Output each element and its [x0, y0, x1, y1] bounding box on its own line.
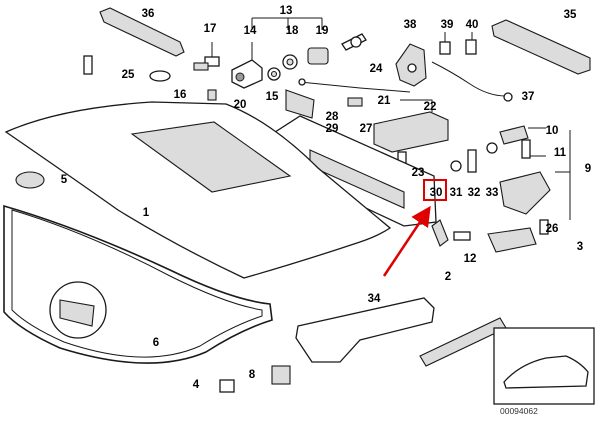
callout-17: 17: [204, 23, 217, 35]
callout-15: 15: [266, 91, 279, 103]
callout-22: 22: [424, 101, 437, 113]
callout-38: 38: [404, 19, 417, 31]
callout-37: 37: [522, 91, 535, 103]
flap-part: [285, 89, 315, 119]
callout-11: 11: [554, 147, 567, 159]
cable-part: [431, 61, 513, 102]
callout-19: 19: [316, 25, 329, 37]
callout-12: 12: [464, 253, 477, 265]
callout-35: 35: [564, 9, 577, 21]
cylinder-key-part: [307, 33, 367, 65]
callout-39: 39: [441, 19, 454, 31]
callout-5: 5: [61, 174, 68, 186]
callout-31: 31: [450, 187, 463, 199]
rubber-block-part: [271, 365, 291, 385]
callout-3: 3: [577, 241, 583, 253]
ring-part: [282, 54, 298, 70]
callout-21: 21: [378, 95, 391, 107]
lock-cylinder-part: [231, 42, 263, 89]
callout-26: 26: [546, 223, 559, 235]
callout-14: 14: [244, 25, 257, 37]
rod-part: [298, 78, 411, 93]
bolt-part: [193, 42, 220, 71]
highlight-arrow: [382, 205, 431, 277]
callout-4: 4: [193, 379, 200, 391]
fastener-set-part: [450, 142, 498, 173]
callout-32: 32: [468, 187, 481, 199]
clip-part-39: [439, 32, 451, 55]
callout-40: 40: [466, 19, 479, 31]
callout-29: 29: [326, 123, 339, 135]
cap-part: [149, 70, 171, 82]
callout-6: 6: [153, 337, 159, 349]
clip-part-40: [465, 32, 477, 55]
washer-part: [267, 67, 281, 81]
reference-number: 00094062: [500, 406, 538, 416]
callout-9: 9: [585, 163, 591, 175]
callout-1: 1: [143, 207, 150, 219]
small-screw-part: [207, 89, 217, 101]
callout-16: 16: [174, 89, 187, 101]
callout-13: 13: [280, 5, 293, 17]
handle-plate-part: [395, 43, 427, 87]
trunk-lid-part: [4, 101, 392, 279]
gas-strut-part: [419, 317, 507, 367]
hinge-bracket-part: [499, 125, 571, 220]
car-reference-inset: [493, 327, 595, 405]
callout-30: 30: [430, 187, 443, 199]
callout-18: 18: [286, 25, 299, 37]
seal-part: [3, 204, 273, 364]
lock-actuator-part: [373, 99, 449, 153]
bolt-set-26: [453, 219, 549, 241]
callout-25: 25: [122, 69, 135, 81]
callout-2: 2: [445, 271, 451, 283]
callout-8: 8: [249, 369, 256, 381]
bumper-pad-part: [15, 171, 45, 189]
retaining-clip-part: [219, 379, 235, 393]
seal-detail-inset: [49, 281, 107, 339]
callout-36: 36: [142, 8, 155, 20]
callout-23: 23: [412, 167, 425, 179]
highlight-box: [423, 179, 447, 201]
callout-24: 24: [370, 63, 383, 75]
hinge-part: [295, 297, 435, 363]
callout-33: 33: [486, 187, 499, 199]
callout-34: 34: [368, 293, 381, 305]
callout-27: 27: [360, 123, 373, 135]
callout-10: 10: [546, 125, 559, 137]
pin-part: [347, 97, 363, 107]
trim-strip-part: [99, 7, 185, 57]
bracket-part-12: [487, 227, 537, 253]
post-screw-part: [83, 55, 93, 75]
bracket-13: [251, 17, 323, 30]
callout-28: 28: [326, 111, 339, 123]
license-trim-part: [491, 19, 591, 75]
callout-20: 20: [234, 99, 247, 111]
